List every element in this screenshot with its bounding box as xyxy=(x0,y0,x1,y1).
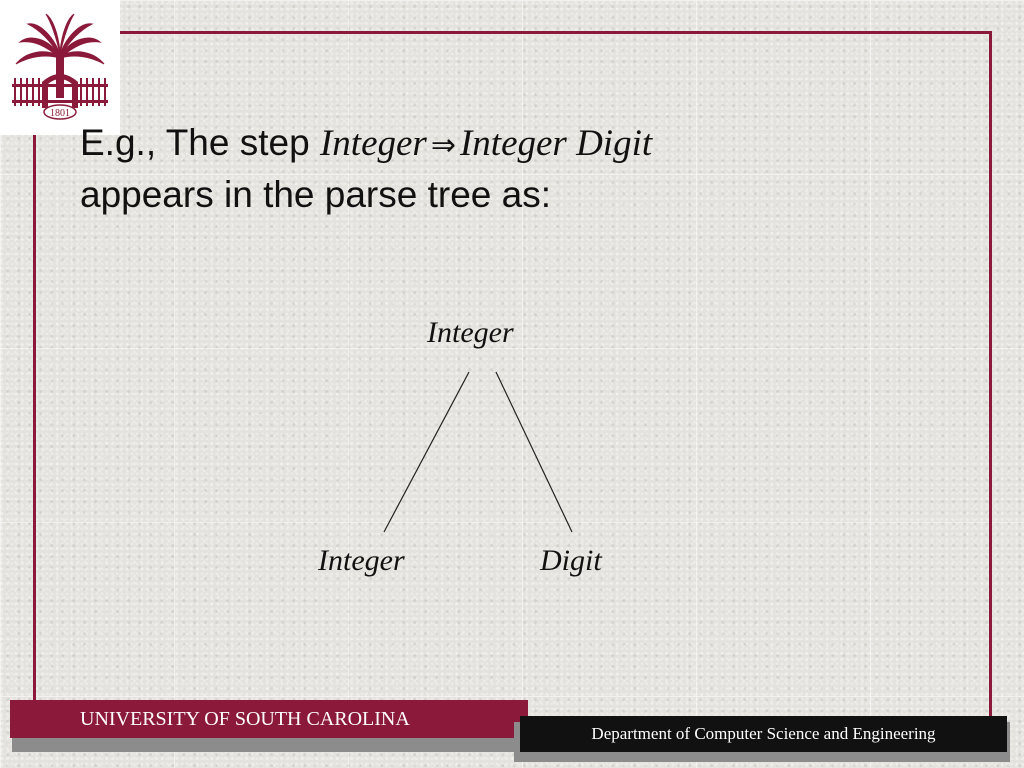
tree-edge-left xyxy=(383,371,470,533)
slide-title: E.g., The step Integer⇒Integer Digit app… xyxy=(80,118,960,219)
palmetto-seal-icon: 1801 xyxy=(12,13,108,120)
department-banner: Department of Computer Science and Engin… xyxy=(520,716,1007,752)
derives-arrow-icon: ⇒ xyxy=(430,128,456,163)
logo: 1801 xyxy=(0,0,120,135)
frame-left-border xyxy=(33,31,36,721)
svg-text:1801: 1801 xyxy=(50,108,70,119)
frame-right-border xyxy=(989,31,992,721)
title-lhs: Integer xyxy=(319,123,427,164)
title-rhs: Integer Digit xyxy=(459,123,653,164)
frame-top-border xyxy=(34,31,991,34)
tree-edge-right xyxy=(495,371,573,533)
university-banner: UNIVERSITY OF SOUTH CAROLINA xyxy=(10,700,528,738)
title-prefix: E.g., The step xyxy=(80,122,320,163)
title-line-2: appears in the parse tree as: xyxy=(80,174,552,215)
tree-child-node-left: Integer xyxy=(318,544,405,577)
tree-root-node: Integer xyxy=(427,316,514,349)
tree-child-node-right: Digit xyxy=(540,544,602,577)
